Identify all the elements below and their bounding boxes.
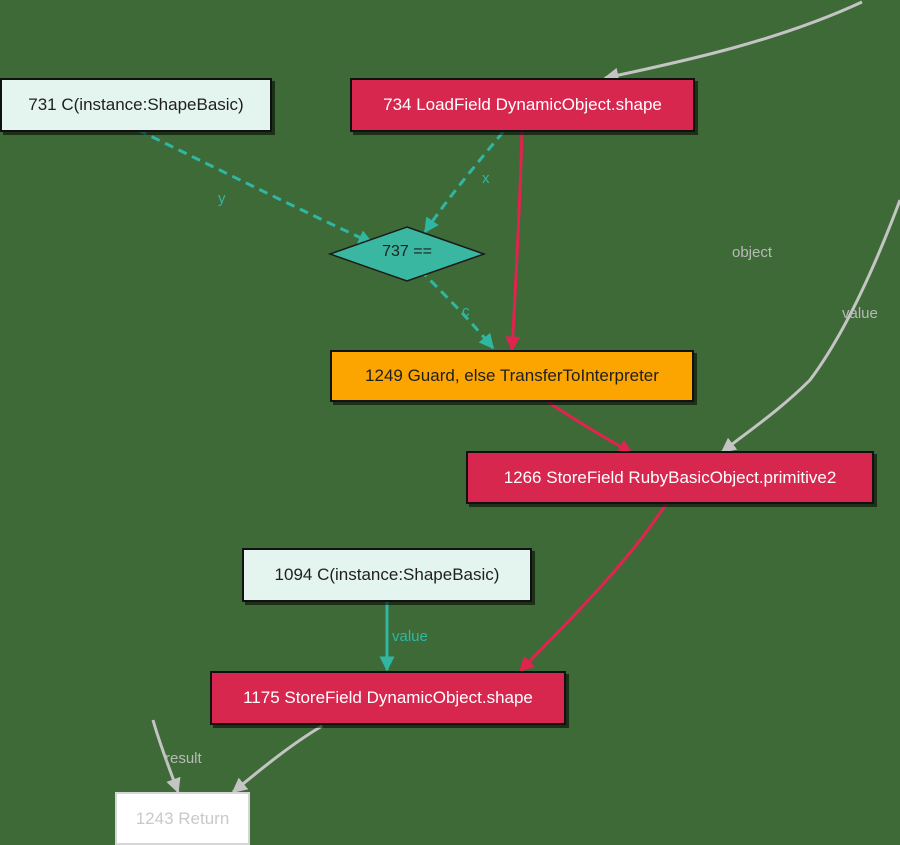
node-737-diamond[interactable] xyxy=(327,226,487,282)
edge-label-y: y xyxy=(218,190,226,207)
node-1266-label: 1266 StoreField RubyBasicObject.primitiv… xyxy=(503,467,837,487)
node-734[interactable]: 734 LoadField DynamicObject.shape xyxy=(350,78,695,132)
node-731[interactable]: 731 C(instance:ShapeBasic) xyxy=(0,78,272,132)
node-1175[interactable]: 1175 StoreField DynamicObject.shape xyxy=(210,671,566,725)
edge-731-737 xyxy=(137,128,374,245)
edge-1266-1175 xyxy=(518,503,668,673)
node-1175-label: 1175 StoreField DynamicObject.shape xyxy=(243,688,533,707)
node-1243-label: 1243 Return xyxy=(135,808,230,828)
edge-734-737 xyxy=(423,131,505,234)
node-1094-label: 1094 C(instance:ShapeBasic) xyxy=(274,565,500,584)
edge-label-object: object xyxy=(732,244,773,261)
edge-value-1266 xyxy=(720,199,900,454)
node-1094[interactable]: 1094 C(instance:ShapeBasic) xyxy=(242,548,532,602)
node-1249-label: 1249 Guard, else TransferToInterpreter xyxy=(365,366,659,385)
node-1243[interactable]: 1243 Return xyxy=(115,792,250,845)
node-1249[interactable]: 1249 Guard, else TransferToInterpreter xyxy=(330,350,694,402)
edge-737-1249 xyxy=(418,268,495,350)
edge-label-c: c xyxy=(462,303,470,320)
edge-1175-1243 xyxy=(231,724,323,794)
edge-label-value-upper: value xyxy=(842,305,878,322)
node-1266[interactable]: 1266 StoreField RubyBasicObject.primitiv… xyxy=(466,451,874,504)
node-731-label: 731 C(instance:ShapeBasic) xyxy=(28,95,244,114)
edge-1249-1266 xyxy=(547,400,634,455)
node-734-label: 734 LoadField DynamicObject.shape xyxy=(383,95,662,114)
edge-label-value-lower: value xyxy=(392,628,428,645)
edge-result-1243 xyxy=(151,719,181,794)
edge-label-result: result xyxy=(165,750,202,767)
edge-734-1249 xyxy=(505,131,524,352)
edge-incoming-734 xyxy=(603,0,863,83)
node-737-label: 737 == xyxy=(382,243,432,260)
edge-label-x: x xyxy=(482,170,490,187)
